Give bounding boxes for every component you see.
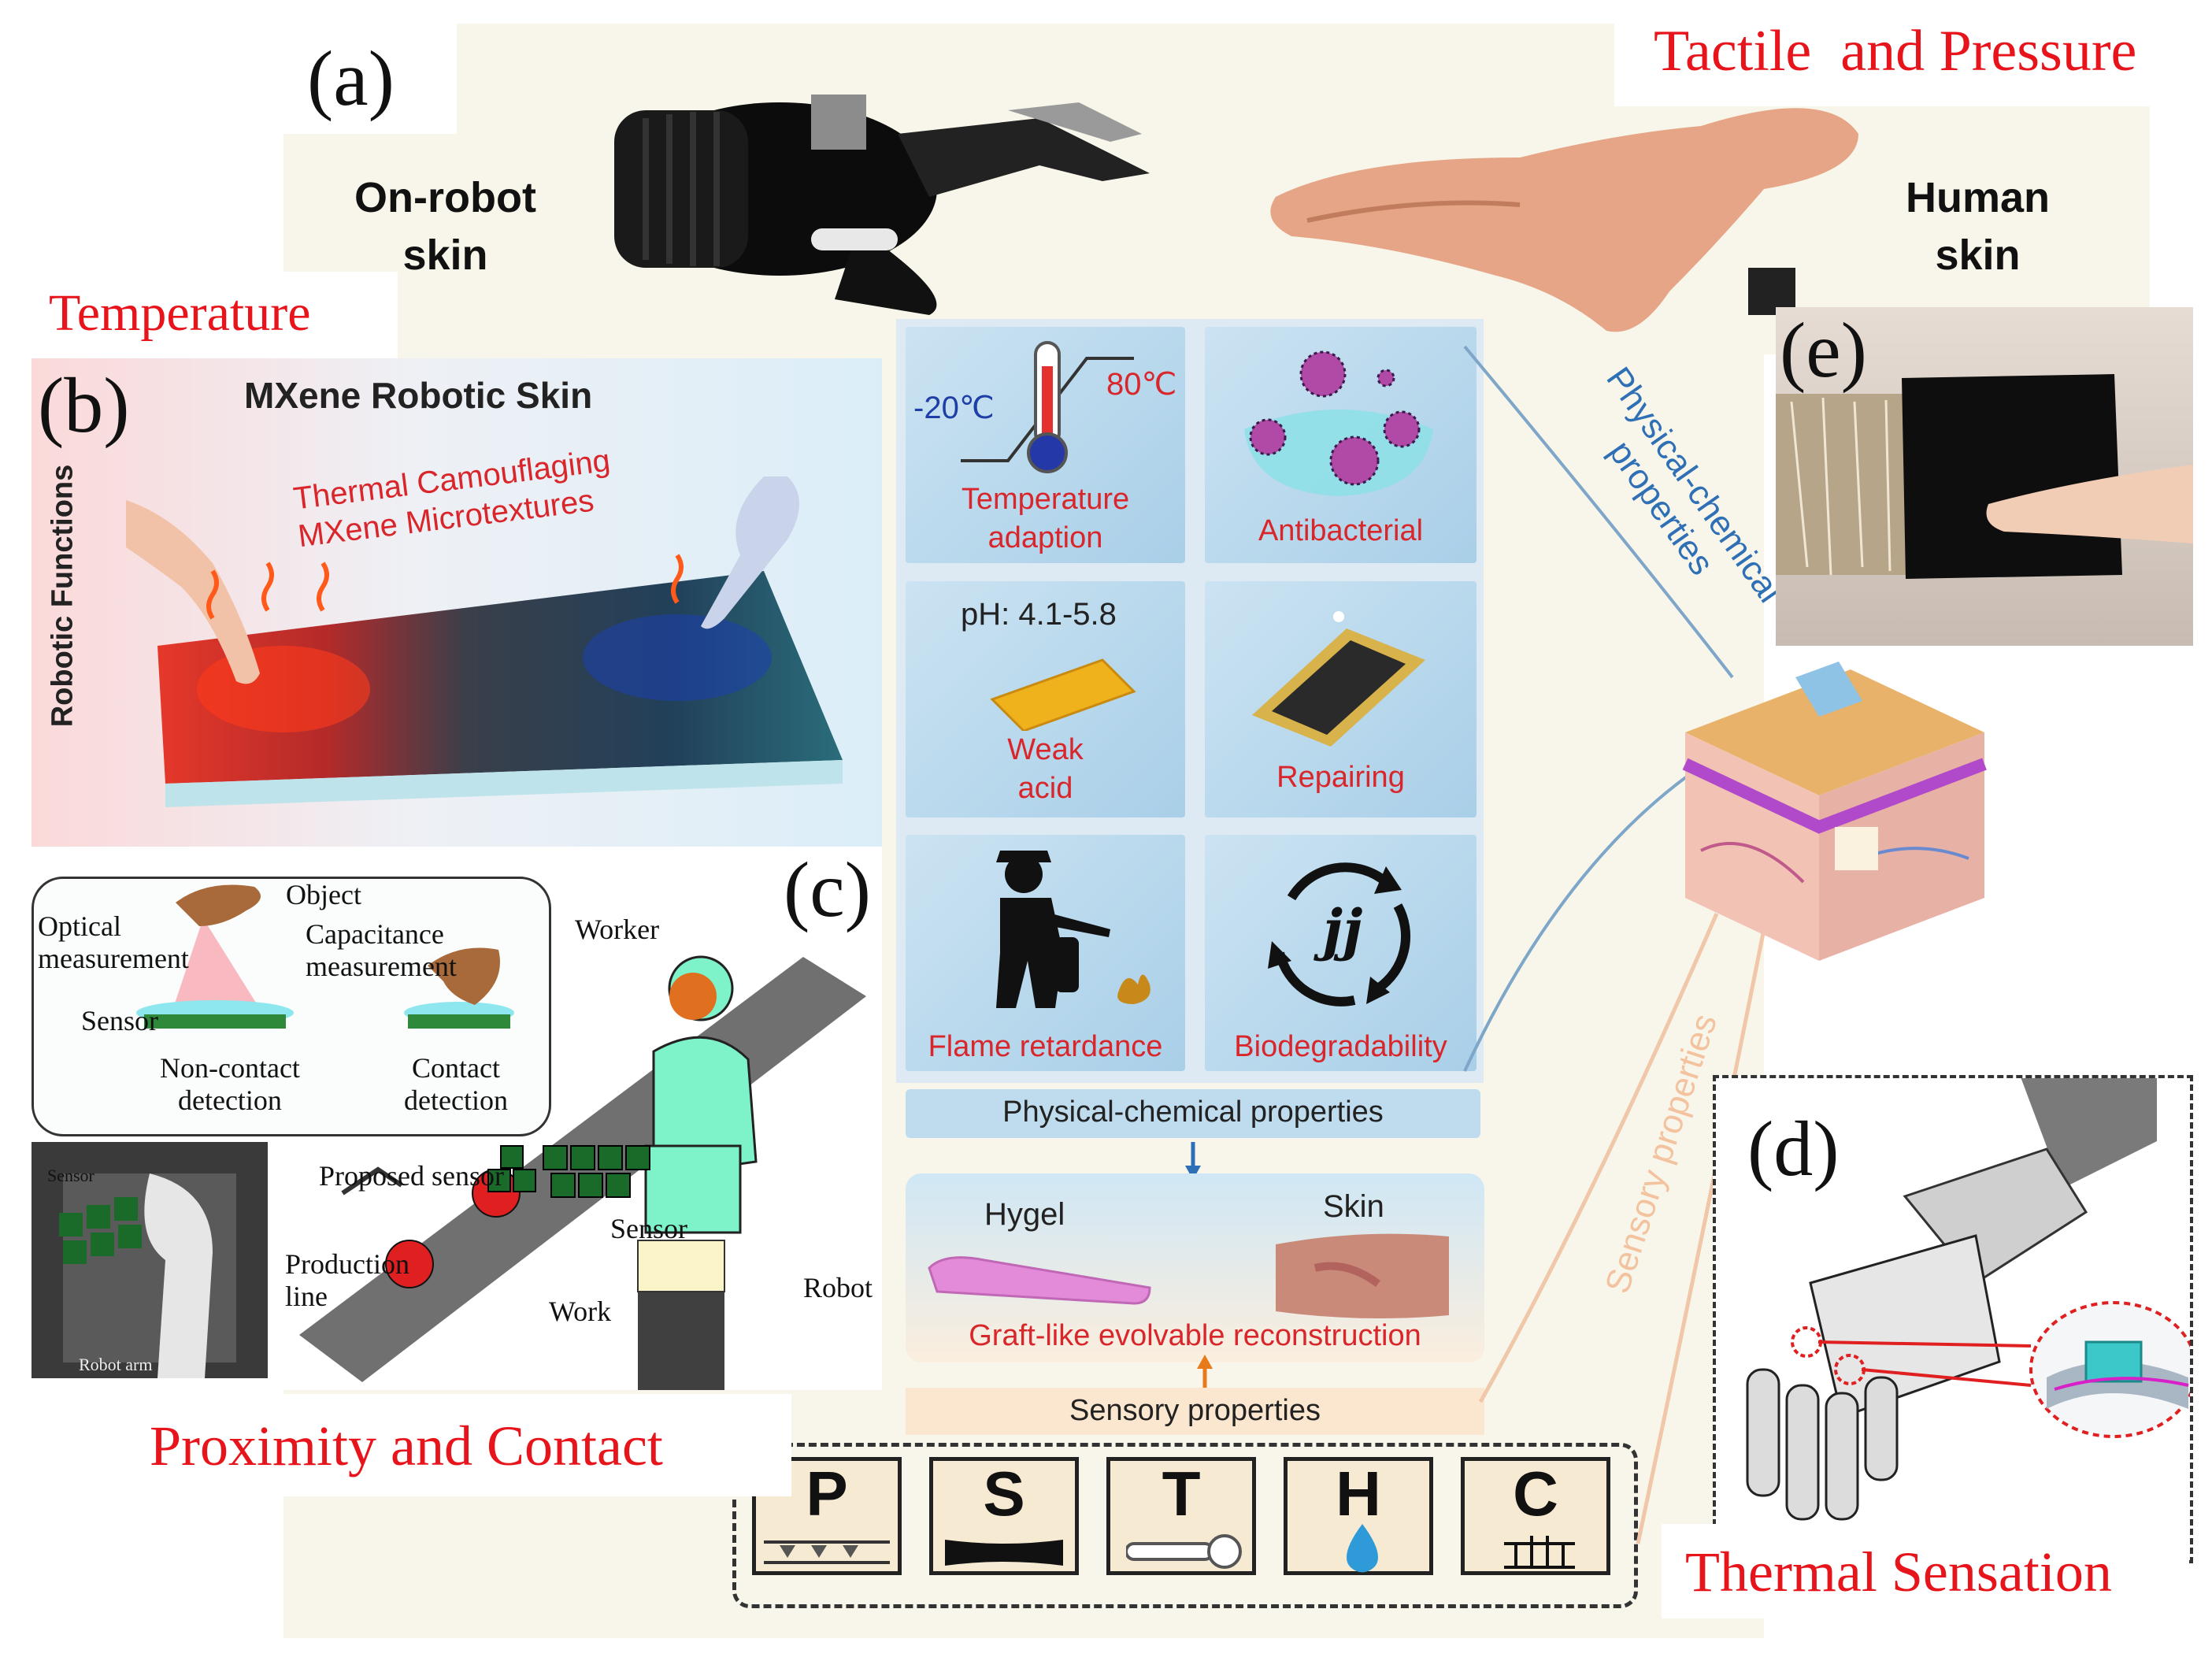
skin-cube-illustration	[1682, 662, 1987, 961]
non-contact-detection-label: Non-contact detection	[160, 1052, 300, 1117]
strain-icon	[945, 1540, 1063, 1566]
thermometer-small-icon	[1126, 1534, 1242, 1569]
skin-sample-icon	[1276, 1233, 1449, 1318]
svg-text:jj: jj	[1313, 897, 1363, 962]
panel-e: (e)	[1776, 307, 2193, 646]
thermometer-icon	[961, 341, 1134, 473]
panel-c: (c) Object Optical measurement Capacitan…	[31, 847, 882, 1390]
biodegradability-label: Biodegradability	[1234, 1030, 1447, 1063]
physchem-properties-bar: Physical-chemical properties	[906, 1089, 1480, 1138]
panel-b: (b) MXene Robotic Skin Robotic Functions…	[31, 358, 882, 847]
sensory-letter-s: S	[983, 1459, 1025, 1529]
up-arrow-icon	[1197, 1355, 1213, 1392]
skin-label: Skin	[1323, 1189, 1384, 1224]
on-robot-skin-label: On-robot skin	[354, 174, 536, 279]
connector-lines	[1463, 345, 1766, 1544]
tile-temperature-adaption: -20℃ 80℃ Temperature adaption	[906, 327, 1185, 563]
repairing-label: Repairing	[1276, 761, 1405, 794]
sensory-letter-p: P	[806, 1459, 848, 1529]
physchem-properties-label: Physical-chemical properties	[1002, 1096, 1384, 1129]
graft-label: Graft-like evolvable reconstruction	[969, 1319, 1421, 1352]
panel-a-title: Tactile and Pressure	[1654, 19, 2137, 83]
temperature-adaption-label: Temperature adaption	[961, 483, 1130, 555]
temp-high-label: 80℃	[1106, 367, 1177, 402]
graft-reconstruction-box: Hygel Skin Graft-like evolvable reconstr…	[906, 1173, 1484, 1362]
droplet-icon	[1347, 1524, 1378, 1573]
production-line-scene	[299, 955, 866, 1390]
tile-weak-acid: pH: 4.1-5.8 Weak acid	[906, 581, 1185, 817]
temp-low-label: -20℃	[913, 391, 995, 425]
panel-a: (a) Tactile and Pressure On-robot skin H…	[0, 0, 2212, 332]
production-line-label: Production line	[285, 1248, 409, 1313]
panel-c-title: Proximity and Contact	[150, 1414, 663, 1477]
humidity-sensor-box: H	[1284, 1457, 1433, 1575]
down-arrow-icon	[1185, 1142, 1201, 1180]
strain-sensor-box: S	[929, 1457, 1079, 1575]
antibacterial-label: Antibacterial	[1258, 514, 1424, 547]
firefighter-icon	[996, 851, 1150, 1008]
hygel-label: Hygel	[984, 1197, 1065, 1232]
contact-detection-label: Contact detection	[404, 1052, 508, 1117]
sensory-properties-label: Sensory properties	[1069, 1394, 1321, 1427]
recycle-icon: jj	[1268, 862, 1410, 1007]
panel-d: (d)	[1713, 1075, 2193, 1563]
mxene-robotic-skin-heading: MXene Robotic Skin	[244, 375, 593, 416]
photo-robot-arm-label: Robot arm	[79, 1355, 153, 1374]
worker-label: Worker	[575, 914, 660, 945]
panel-a-letter: (a)	[307, 35, 395, 122]
sensory-letter-t: T	[1162, 1459, 1201, 1529]
sensory-icons-frame	[732, 1443, 1638, 1608]
sensory-letter-c: C	[1513, 1459, 1558, 1529]
capacitance-measurement-label: Capacitance measurement	[306, 918, 457, 983]
detection-diagram	[136, 884, 514, 1029]
panel-d-title: Thermal Sensation	[1685, 1540, 2112, 1603]
panel-b-letter: (b)	[38, 361, 130, 449]
panel-e-photo	[1776, 374, 2193, 579]
panel-b-title: Temperature	[49, 284, 311, 342]
capacitor-icon	[1504, 1536, 1575, 1569]
flame-retardance-label: Flame retardance	[928, 1030, 1163, 1063]
panel-e-letter: (e)	[1780, 307, 1867, 394]
mxene-skin-sheet	[126, 476, 843, 807]
panel-c-letter: (c)	[784, 846, 871, 933]
sensory-letter-h: H	[1336, 1459, 1381, 1529]
temperature-sensor-box: T	[1106, 1457, 1256, 1575]
proposed-sensor-label: Proposed sensor	[319, 1160, 504, 1192]
robot-hand-illustration	[614, 95, 1150, 315]
robot-arm-photo: Sensor Robot arm	[31, 1142, 268, 1378]
robotic-functions-label: Robotic Functions	[46, 464, 80, 728]
sensory-properties-bar: Sensory properties	[906, 1388, 1484, 1435]
panel-d-letter: (d)	[1747, 1105, 1840, 1192]
optical-measurement-label: Optical measurement	[38, 910, 189, 975]
weak-acid-label: Weak acid	[1007, 733, 1084, 806]
tile-antibacterial: Antibacterial	[1205, 327, 1477, 563]
tile-repairing: Repairing	[1205, 581, 1477, 817]
repairing-icon	[1252, 611, 1425, 747]
photo-sensor-label: Sensor	[47, 1166, 94, 1185]
work-label: Work	[549, 1296, 612, 1327]
human-skin-label: Human skin	[1906, 174, 2051, 279]
robot-label: Robot	[803, 1272, 873, 1303]
sensor2-label: Sensor	[610, 1213, 687, 1244]
acid-strip-icon	[990, 658, 1136, 731]
capacitance-sensor-box: C	[1461, 1457, 1610, 1575]
detection-inset: Object Optical measurement Capacitance m…	[31, 877, 551, 1136]
tile-flame-retardance: Flame retardance	[906, 835, 1185, 1071]
bacteria-icon	[1244, 350, 1433, 496]
pressure-icon	[764, 1540, 890, 1564]
object-label: Object	[286, 879, 361, 910]
robot-hand-d-illustration	[1746, 1078, 2190, 1521]
sensor-label: Sensor	[81, 1005, 158, 1036]
ph-range-label: pH: 4.1-5.8	[961, 597, 1117, 632]
tile-biodegradability: jj Biodegradability	[1205, 835, 1477, 1071]
hygel-strip-icon	[928, 1256, 1151, 1305]
